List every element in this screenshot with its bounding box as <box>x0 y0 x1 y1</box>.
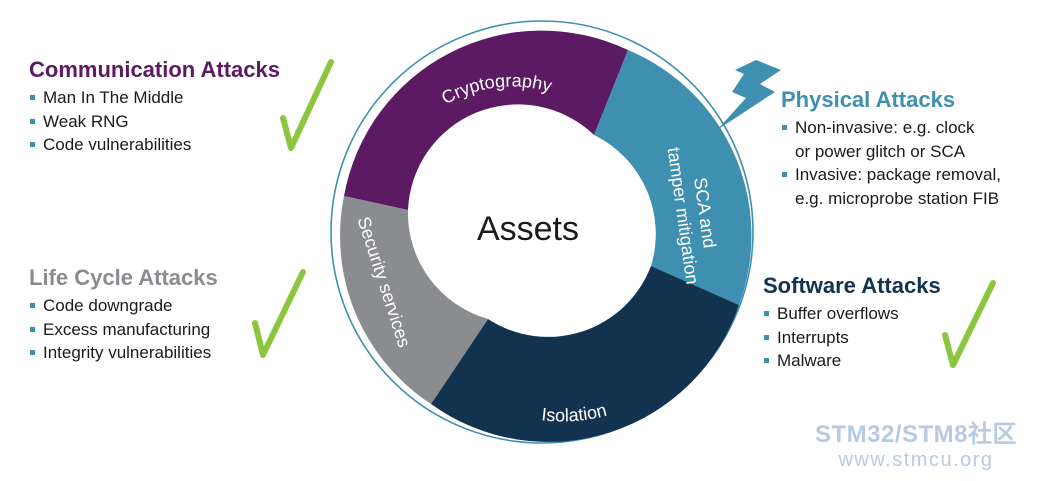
group-communication-attacks: Communication Attacks Man In The Middle … <box>29 56 280 157</box>
center-label: Assets <box>477 210 579 248</box>
lightning-bolt-icon <box>717 60 781 130</box>
group-list-lifecycle: Code downgrade Excess manufacturing Inte… <box>29 294 218 365</box>
outer-ring <box>330 20 754 444</box>
group-title-communication: Communication Attacks <box>29 57 281 82</box>
group-list-physical: Non-invasive: e.g. clock or power glitch… <box>781 116 1001 210</box>
segment-sca <box>594 50 752 305</box>
list-item: Integrity vulnerabilities <box>29 341 218 365</box>
list-item: Man In The Middle <box>29 86 280 110</box>
list-item: Interrupts <box>763 326 941 350</box>
watermark: STM32/STM8社区 www.stmcu.org <box>800 422 1032 472</box>
checkmark-icon <box>942 280 996 368</box>
list-item: Malware <box>763 349 941 373</box>
group-list-communication: Man In The Middle Weak RNG Code vulnerab… <box>29 86 280 157</box>
list-item: Buffer overflows <box>763 302 941 326</box>
watermark-title: STM32/STM8社区 <box>814 421 1018 448</box>
list-item: Weak RNG <box>29 110 280 134</box>
group-title-physical: Physical Attacks <box>781 87 956 112</box>
list-item: Excess manufacturing <box>29 318 218 342</box>
checkmark-icon <box>280 59 334 151</box>
group-software-attacks: Software Attacks Buffer overflows Interr… <box>763 272 941 373</box>
group-title-lifecycle: Life Cycle Attacks <box>29 265 218 290</box>
list-item: Non-invasive: e.g. clock or power glitch… <box>781 116 1001 163</box>
list-item: Code vulnerabilities <box>29 133 280 157</box>
list-item: Invasive: package removal, e.g. micropro… <box>781 163 1001 210</box>
list-item: Code downgrade <box>29 294 218 318</box>
group-list-software: Buffer overflows Interrupts Malware <box>763 302 941 373</box>
group-title-software: Software Attacks <box>763 273 941 298</box>
segment-isolation <box>431 266 739 442</box>
segment-cryptography <box>344 30 628 211</box>
group-physical-attacks: Physical Attacks Non-invasive: e.g. cloc… <box>781 86 1001 210</box>
checkmark-icon <box>252 269 306 358</box>
segment-security-services <box>340 196 488 404</box>
group-life-cycle-attacks: Life Cycle Attacks Code downgrade Excess… <box>29 264 218 365</box>
watermark-url: www.stmcu.org <box>838 449 994 471</box>
